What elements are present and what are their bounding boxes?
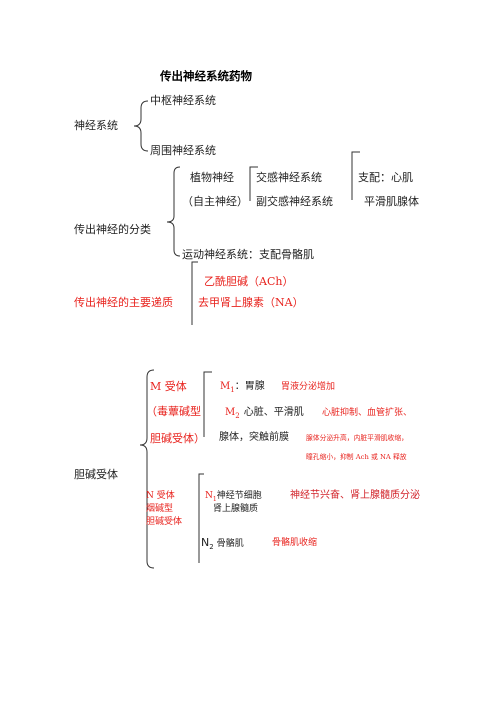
bracket-transmitters xyxy=(191,261,198,325)
innervation-cardiac-label: 支配：心肌 xyxy=(358,171,413,184)
n1-subscript: 1 xyxy=(212,495,217,503)
page-title: 传出神经系统药物 xyxy=(160,69,252,83)
n1-tissue-label-2: 肾上腺髓质 xyxy=(213,504,259,514)
bracket-n-receptor xyxy=(198,473,204,563)
n2-tissue-text: 骨骼肌 xyxy=(216,539,244,549)
efferent-classification-label: 传出神经的分类 xyxy=(74,223,151,236)
brace-cholinergic xyxy=(139,369,155,569)
n-receptor-type-label-2: 胆碱受体 xyxy=(146,517,183,527)
n1-prefix: N xyxy=(205,491,213,501)
n1-effect-label: 神经节兴奋、肾上腺髓质分泌 xyxy=(290,490,420,501)
innervation-smooth-muscle-label: 平滑肌腺体 xyxy=(364,195,419,208)
m-receptor-label: M 受体 xyxy=(150,380,187,393)
m1-prefix: M xyxy=(220,381,231,392)
parasympathetic-system-label: 副交感神经系统 xyxy=(256,195,333,208)
acetylcholine-label: 乙酰胆碱（ACh） xyxy=(204,275,294,288)
n2-effect-label: 骨骼肌收缩 xyxy=(272,538,318,548)
m3-effect-line2: 瞳孔缩小，抑制 Ach 或 NA 释放 xyxy=(306,453,407,461)
central-nervous-system-label: 中枢神经系统 xyxy=(150,94,216,107)
m1-effect-label: 胃液分泌增加 xyxy=(281,382,336,392)
noradrenaline-label: 去甲肾上腺素（NA） xyxy=(198,296,304,309)
transmitters-label: 传出神经的主要递质 xyxy=(74,296,173,309)
somatic-nervous-system-label: 运动神经系统：支配骨骼肌 xyxy=(182,248,314,261)
m1-tissue-text: ：胃腺 xyxy=(234,381,265,392)
nervous-system-label: 神经系统 xyxy=(74,119,118,132)
n-receptor-label: N 受体 xyxy=(146,491,175,501)
bracket-m-receptor xyxy=(203,371,212,437)
m2-subscript: 2 xyxy=(235,412,240,420)
cholinergic-receptor-label: 胆碱受体 xyxy=(74,468,118,481)
m3-effect-line1: 腺体分泌升高，内脏平滑肌收缩， xyxy=(306,434,408,442)
m-receptor-type-label-2: 胆碱受体） xyxy=(150,432,205,445)
sympathetic-system-label: 交感神经系统 xyxy=(256,171,322,184)
autonomic-nerve-label: 植物神经 xyxy=(190,171,234,184)
autonomic-nerve-alias-label: （自主神经） xyxy=(182,195,248,208)
n1-tissue-text: 神经节细胞 xyxy=(216,491,262,501)
n-receptor-type-label: 烟碱型 xyxy=(146,504,174,514)
brace-efferent-classification xyxy=(166,166,181,257)
n1-tissue-label: N1神经节细胞 xyxy=(205,492,262,503)
m1-subscript: 1 xyxy=(230,386,235,394)
m2-effect-label: 心脏抑制、血管扩张、 xyxy=(322,408,413,418)
m3-tissue-label: 腺体，突触前膜 xyxy=(219,432,289,443)
m-receptor-type-label: （毒蕈碱型 xyxy=(146,405,201,418)
m2-prefix: M xyxy=(225,407,236,418)
m2-tissue-text: 心脏、平滑肌 xyxy=(243,407,304,418)
peripheral-nervous-system-label: 周围神经系统 xyxy=(150,144,216,157)
bracket-innervation xyxy=(351,151,360,200)
brace-nervous-system xyxy=(133,100,149,152)
n2-subscript: 2 xyxy=(209,542,214,551)
bracket-autonomic xyxy=(249,166,258,201)
m1-tissue-label: M1：胃腺 xyxy=(220,382,265,394)
n2-prefix: N xyxy=(201,536,210,549)
